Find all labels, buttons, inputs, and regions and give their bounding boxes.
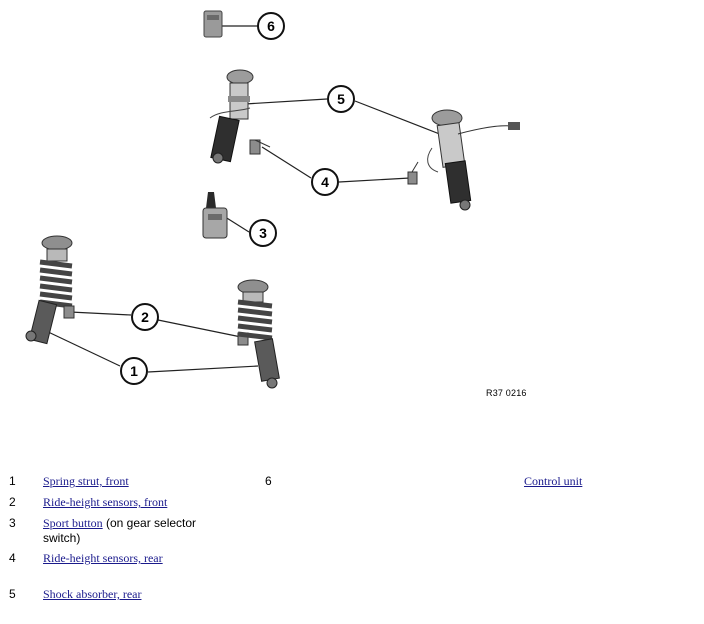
svg-text:4: 4: [321, 174, 329, 190]
callout-3: 3: [249, 219, 277, 247]
ride-height-sensor-front-left: [63, 305, 75, 319]
svg-text:1: 1: [130, 363, 138, 379]
legend-link-ride-height-sensors-rear[interactable]: Ride-height sensors, rear: [43, 551, 163, 565]
ride-height-sensor-rear-left: [249, 139, 271, 155]
legend-number-6: 6: [265, 474, 272, 488]
shock-absorber-rear-right: [427, 109, 520, 211]
legend-number-1: 1: [9, 474, 16, 488]
diagram-reference-code: R37 0216: [486, 388, 527, 398]
control-unit-part: [203, 10, 223, 38]
svg-text:6: 6: [267, 18, 275, 34]
callout-1: 1: [120, 357, 148, 385]
legend-link-sport-button[interactable]: Sport button: [43, 516, 103, 530]
legend-number-5: 5: [9, 587, 16, 601]
svg-text:5: 5: [337, 91, 345, 107]
callout-6: 6: [257, 12, 285, 40]
legend-number-3: 3: [9, 516, 16, 530]
svg-text:3: 3: [259, 225, 267, 241]
legend-link-spring-strut-front[interactable]: Spring strut, front: [43, 474, 129, 488]
legend-link-ride-height-sensors-front[interactable]: Ride-height sensors, front: [43, 495, 168, 509]
ride-height-sensor-rear-right: [407, 161, 419, 185]
callout-4: 4: [311, 168, 339, 196]
component-diagram: 6 5 4 3 2 1: [25, 10, 520, 389]
callout-5: 5: [327, 85, 355, 113]
spring-strut-front-right: [237, 279, 280, 389]
svg-text:2: 2: [141, 309, 149, 325]
legend-link-control-unit[interactable]: Control unit: [524, 474, 583, 488]
legend-note-sport-button: (on gear selector switch): [43, 516, 197, 545]
legend-number-2: 2: [9, 495, 16, 509]
shock-absorber-rear-left: [209, 69, 254, 164]
legend-number-4: 4: [9, 551, 16, 565]
legend-link-shock-absorber-rear[interactable]: Shock absorber, rear: [43, 587, 142, 601]
legend-item-sport-button: Sport button (on gear selector switch): [43, 516, 233, 546]
callout-2: 2: [131, 303, 159, 331]
gear-selector-sport-button: [202, 192, 228, 239]
spring-strut-front-left: [25, 235, 73, 345]
